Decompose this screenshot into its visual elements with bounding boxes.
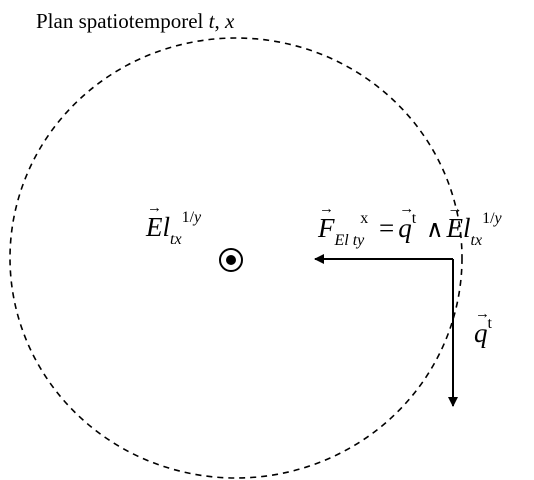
el-exponent-2: 1/y bbox=[482, 210, 502, 227]
wedge-symbol: ∧ bbox=[425, 217, 444, 243]
out-of-plane-vector-icon bbox=[219, 248, 243, 272]
title-var-x: x bbox=[224, 9, 235, 33]
el-exponent: 1/y bbox=[181, 209, 202, 226]
vector-letter-E: E bbox=[146, 201, 163, 241]
q-superscript: t bbox=[411, 210, 417, 227]
title-separator: , bbox=[214, 9, 225, 33]
electric-field-label: Eltx 1/y bbox=[146, 201, 202, 248]
diagram-title: Plan spatiotemporel t, x bbox=[36, 9, 234, 34]
el-subscript: tx bbox=[170, 231, 182, 248]
el-base-l: l bbox=[162, 212, 171, 242]
title-var-t: t bbox=[208, 9, 215, 33]
el-subscript-2: tx bbox=[470, 232, 483, 249]
vector-letter-E-2: E bbox=[447, 202, 464, 242]
title-text: Plan spatiotemporel bbox=[36, 9, 209, 33]
vector-letter-F: F bbox=[318, 202, 335, 242]
equals-sign: = bbox=[379, 213, 395, 243]
vector-letter-q: q bbox=[398, 202, 413, 242]
force-superscript: x bbox=[360, 210, 369, 227]
q-superscript-2: t bbox=[487, 315, 492, 332]
force-equation-label: FEl tyx =qt ∧Eltx1/y bbox=[318, 202, 502, 249]
vector-letter-q-2: q bbox=[474, 307, 489, 347]
dashed-orbit-circle bbox=[9, 37, 463, 479]
charge-velocity-label: qt bbox=[474, 307, 492, 347]
force-subscript: El ty bbox=[334, 232, 365, 249]
